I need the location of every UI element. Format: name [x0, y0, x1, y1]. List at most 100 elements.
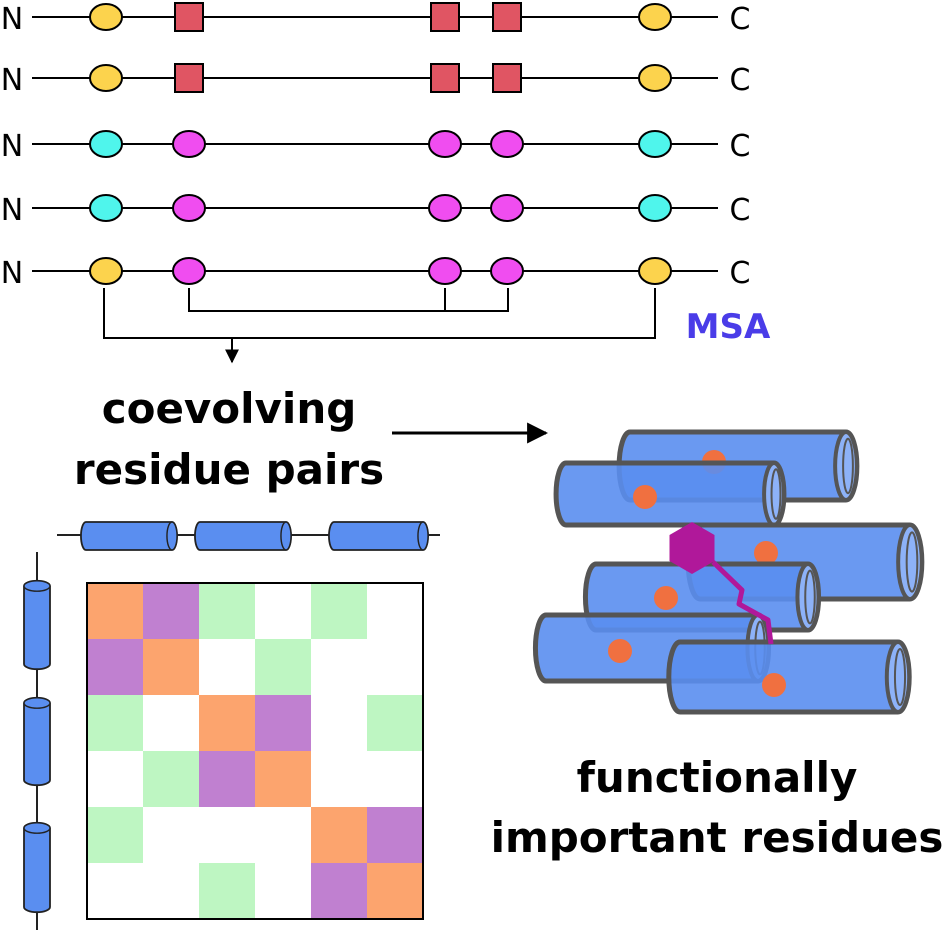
left-helix-track	[23, 552, 51, 930]
residue-oval	[428, 130, 462, 158]
coupling-brackets	[103, 288, 656, 364]
residue-oval	[428, 257, 462, 285]
c-terminus-label: C	[730, 129, 751, 164]
contact-cell	[255, 863, 311, 919]
coevolving-line2: residue pairs	[74, 445, 384, 494]
contact-map	[86, 582, 424, 920]
contact-cell	[199, 863, 255, 919]
top-helix-track	[57, 521, 440, 551]
contact-cell	[199, 695, 255, 751]
contact-cell	[367, 639, 423, 695]
n-terminus-label: N	[1, 2, 23, 37]
contact-cell	[87, 863, 143, 919]
protein-structure	[532, 429, 925, 715]
contact-cell	[311, 583, 367, 639]
n-terminus-label: N	[1, 129, 23, 164]
residue-oval	[428, 194, 462, 222]
c-terminus-label: C	[730, 63, 751, 98]
contact-cell	[311, 695, 367, 751]
n-terminus-label: N	[1, 63, 23, 98]
contact-cell	[311, 863, 367, 919]
contact-cell	[199, 583, 255, 639]
residue-oval	[490, 130, 524, 158]
ligand	[669, 522, 774, 645]
residue-oval	[638, 257, 672, 285]
contact-cell	[311, 807, 367, 863]
contact-cell	[143, 583, 199, 639]
residue-square	[430, 63, 460, 93]
helix-cylinder	[328, 521, 429, 551]
contact-map-border	[86, 582, 424, 920]
contact-cell	[87, 583, 143, 639]
residue-oval	[89, 194, 123, 222]
contact-cell	[87, 639, 143, 695]
residue-oval	[89, 3, 123, 31]
contact-cell	[143, 863, 199, 919]
residue-square	[174, 63, 204, 93]
residue-oval	[172, 194, 206, 222]
helix-cylinder	[194, 521, 292, 551]
c-terminus-label: C	[730, 193, 751, 228]
helix-cylinder	[80, 521, 178, 551]
helix-cylinder	[23, 696, 51, 787]
residue-oval	[638, 130, 672, 158]
contact-cell	[199, 751, 255, 807]
contact-cell	[367, 863, 423, 919]
contact-cell	[367, 807, 423, 863]
bracket-inner	[188, 288, 509, 312]
helix-cylinder	[666, 639, 912, 715]
important-residue	[633, 485, 657, 509]
functional-line1: functionally	[577, 753, 858, 802]
contact-cell	[87, 751, 143, 807]
helix-cylinder	[23, 821, 51, 914]
n-terminus-label: N	[1, 256, 23, 291]
residue-oval	[638, 3, 672, 31]
contact-cell	[367, 695, 423, 751]
residue-oval	[89, 257, 123, 285]
residue-oval	[89, 130, 123, 158]
contact-cell	[199, 807, 255, 863]
contact-cell	[143, 751, 199, 807]
residue-square	[430, 2, 460, 32]
contact-cell	[367, 751, 423, 807]
contact-cell	[255, 639, 311, 695]
important-residue	[754, 541, 778, 565]
helix-cylinder	[23, 579, 51, 671]
residue-square	[492, 2, 522, 32]
c-terminus-label: C	[730, 2, 751, 37]
contact-cell	[255, 695, 311, 751]
functional-line2: important residues	[491, 813, 944, 862]
bracket-outer	[103, 288, 656, 339]
residue-oval	[638, 64, 672, 92]
contact-cell	[255, 807, 311, 863]
residue-square	[492, 63, 522, 93]
contact-cell	[311, 751, 367, 807]
contact-cell	[255, 751, 311, 807]
residue-oval	[490, 194, 524, 222]
contact-cell	[255, 583, 311, 639]
n-terminus-label: N	[1, 193, 23, 228]
contact-cell	[87, 695, 143, 751]
ligand-ring	[669, 522, 715, 574]
msa-label: MSA	[686, 307, 771, 347]
contact-cell	[311, 639, 367, 695]
residue-square	[174, 2, 204, 32]
contact-cell	[199, 639, 255, 695]
important-residue	[654, 586, 678, 610]
residue-oval	[638, 194, 672, 222]
contact-cell	[143, 639, 199, 695]
important-residue	[762, 673, 786, 697]
residue-oval	[172, 257, 206, 285]
c-terminus-label: C	[730, 256, 751, 291]
residue-oval	[490, 257, 524, 285]
residue-oval	[172, 130, 206, 158]
contact-cell	[143, 807, 199, 863]
residue-oval	[89, 64, 123, 92]
coevolving-line1: coevolving	[102, 384, 357, 433]
